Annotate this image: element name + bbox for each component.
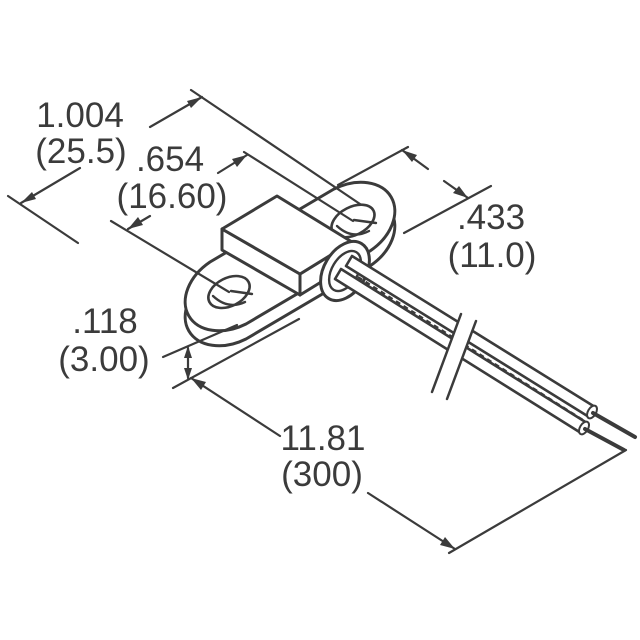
dim-lead-length-inch: 11.81 [281, 419, 366, 458]
dim-hole-spacing-mm: (16.60) [117, 177, 228, 216]
arrowhead [184, 368, 192, 380]
dim-hole-spacing-inch: .654 [136, 140, 204, 179]
lead-wire-lower-bare-tip [583, 427, 626, 452]
mounting-hole-left-edge [229, 289, 254, 296]
wire-break-slash-left [430, 312, 463, 394]
lead-wires [333, 254, 637, 452]
dimension-line [366, 491, 457, 551]
dim-flange-thickness-inch: .118 [72, 302, 138, 341]
wire-break-slash-right [445, 319, 478, 401]
arrowhead [184, 346, 192, 358]
extension-line [336, 145, 410, 187]
extension-line [447, 448, 628, 555]
dim-flange-length-mm: (25.5) [35, 132, 126, 171]
extension-line [189, 88, 362, 206]
mounting-hole-left-bore [211, 294, 247, 307]
dim-flange-thickness-mm: (3.00) [58, 340, 149, 379]
extension-line [6, 194, 80, 245]
mounting-hole-right-edge [352, 218, 378, 225]
extension-line [109, 219, 231, 294]
arrowhead [21, 192, 36, 203]
arrowhead [440, 537, 455, 549]
dim-flange-width-inch: .433 [457, 198, 525, 237]
arrowhead [232, 155, 247, 167]
wire-break-gap [432, 314, 476, 399]
dimension-flange-length: 1.004 (25.5) [6, 88, 362, 245]
extension-line [402, 184, 493, 235]
dimension-flange-width: .433 (11.0) [336, 145, 537, 275]
dimension-flange-thickness: .118 (3.00) [58, 302, 301, 390]
arrowhead [402, 150, 417, 162]
extension-line [171, 317, 301, 390]
extension-line [161, 323, 239, 359]
mounting-hole-right-bore [335, 224, 371, 236]
extension-line [242, 150, 355, 223]
arrowhead [453, 186, 468, 198]
dim-flange-width-mm: (11.0) [448, 236, 537, 275]
lead-wires-seam [357, 276, 584, 421]
dimension-hole-spacing: .654 (16.60) [109, 140, 355, 294]
arrowhead [128, 217, 143, 229]
dimension-lead-length: 11.81 (300) [189, 376, 628, 555]
dim-lead-length-mm: (300) [281, 455, 363, 494]
arrowhead [187, 97, 202, 108]
lead-wire-upper-bare-tip [591, 411, 637, 439]
arrowhead [191, 378, 206, 390]
dim-flange-length-inch: 1.004 [36, 96, 124, 135]
wire-break-symbol [430, 312, 478, 401]
dimension-line [189, 376, 282, 438]
